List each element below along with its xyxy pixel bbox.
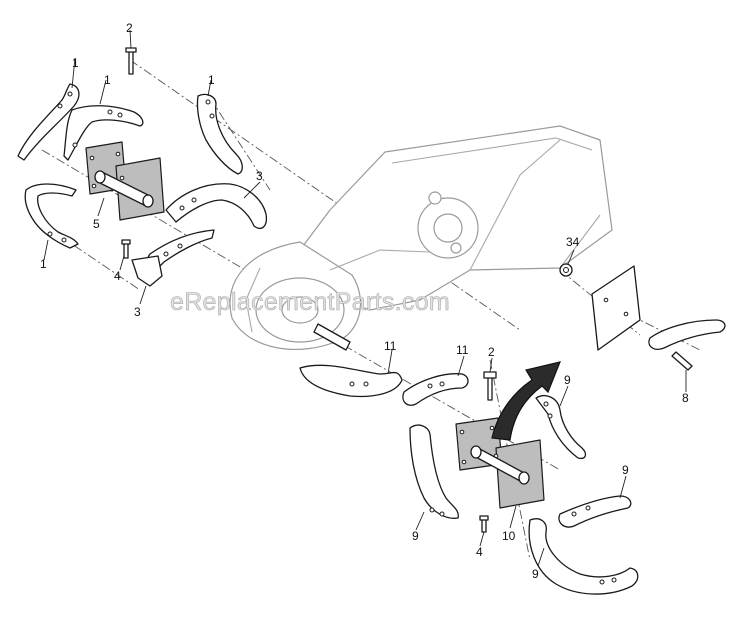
tine-right-9a xyxy=(535,395,587,460)
bolt-right-2 xyxy=(483,371,497,401)
callout-4: 4 xyxy=(476,545,483,559)
callout-1: 1 xyxy=(104,73,111,87)
callout-1: 1 xyxy=(40,257,47,271)
tine-right-9d xyxy=(528,518,639,595)
callout-2: 2 xyxy=(488,345,495,359)
callout-4: 4 xyxy=(114,269,121,283)
callout-3: 3 xyxy=(256,169,263,183)
callout-9: 9 xyxy=(412,529,419,543)
callout-9: 9 xyxy=(564,373,571,387)
tine-left-1a xyxy=(17,83,80,161)
tine-right-11b xyxy=(402,373,469,406)
tine-left-3a xyxy=(165,183,268,229)
bolt-8 xyxy=(671,351,693,371)
callout-9: 9 xyxy=(532,567,539,581)
tine-left-3-blade xyxy=(131,255,163,287)
callout-3: 3 xyxy=(134,305,141,319)
tiller-body xyxy=(229,125,613,351)
shield-plate xyxy=(591,265,641,351)
bolt-right-4 xyxy=(479,515,489,533)
callout-8: 8 xyxy=(682,391,689,405)
callout-9: 9 xyxy=(622,463,629,477)
tine-right-9b xyxy=(409,424,459,519)
tine-right-9c xyxy=(558,495,632,528)
callout-labels: 1 1 1 1 2 2 3 3 4 4 5 8 9 9 9 9 10 11 11… xyxy=(40,21,689,581)
tine-left-1c xyxy=(24,183,79,249)
callout-11: 11 xyxy=(456,343,469,357)
callout-1: 1 xyxy=(208,73,215,87)
callout-2: 2 xyxy=(126,21,133,35)
tine-left-1d xyxy=(196,93,243,175)
callout-34: 34 xyxy=(566,235,580,249)
callout-10: 10 xyxy=(502,529,516,543)
tine-right-11a xyxy=(299,364,403,398)
leader-lines xyxy=(43,29,687,567)
right-tine-assembly xyxy=(299,263,726,595)
direction-arrow xyxy=(491,361,561,441)
shield-tine-8 xyxy=(648,319,726,350)
callout-1: 1 xyxy=(72,56,79,70)
bolt-left-4 xyxy=(121,239,131,259)
callout-11: 11 xyxy=(384,339,397,353)
callout-5: 5 xyxy=(93,217,100,231)
watermark-text: eReplacementParts.com xyxy=(170,288,450,316)
left-tine-assembly xyxy=(17,47,268,287)
tine-left-1b xyxy=(63,105,144,161)
bolt-left-2 xyxy=(125,47,137,75)
